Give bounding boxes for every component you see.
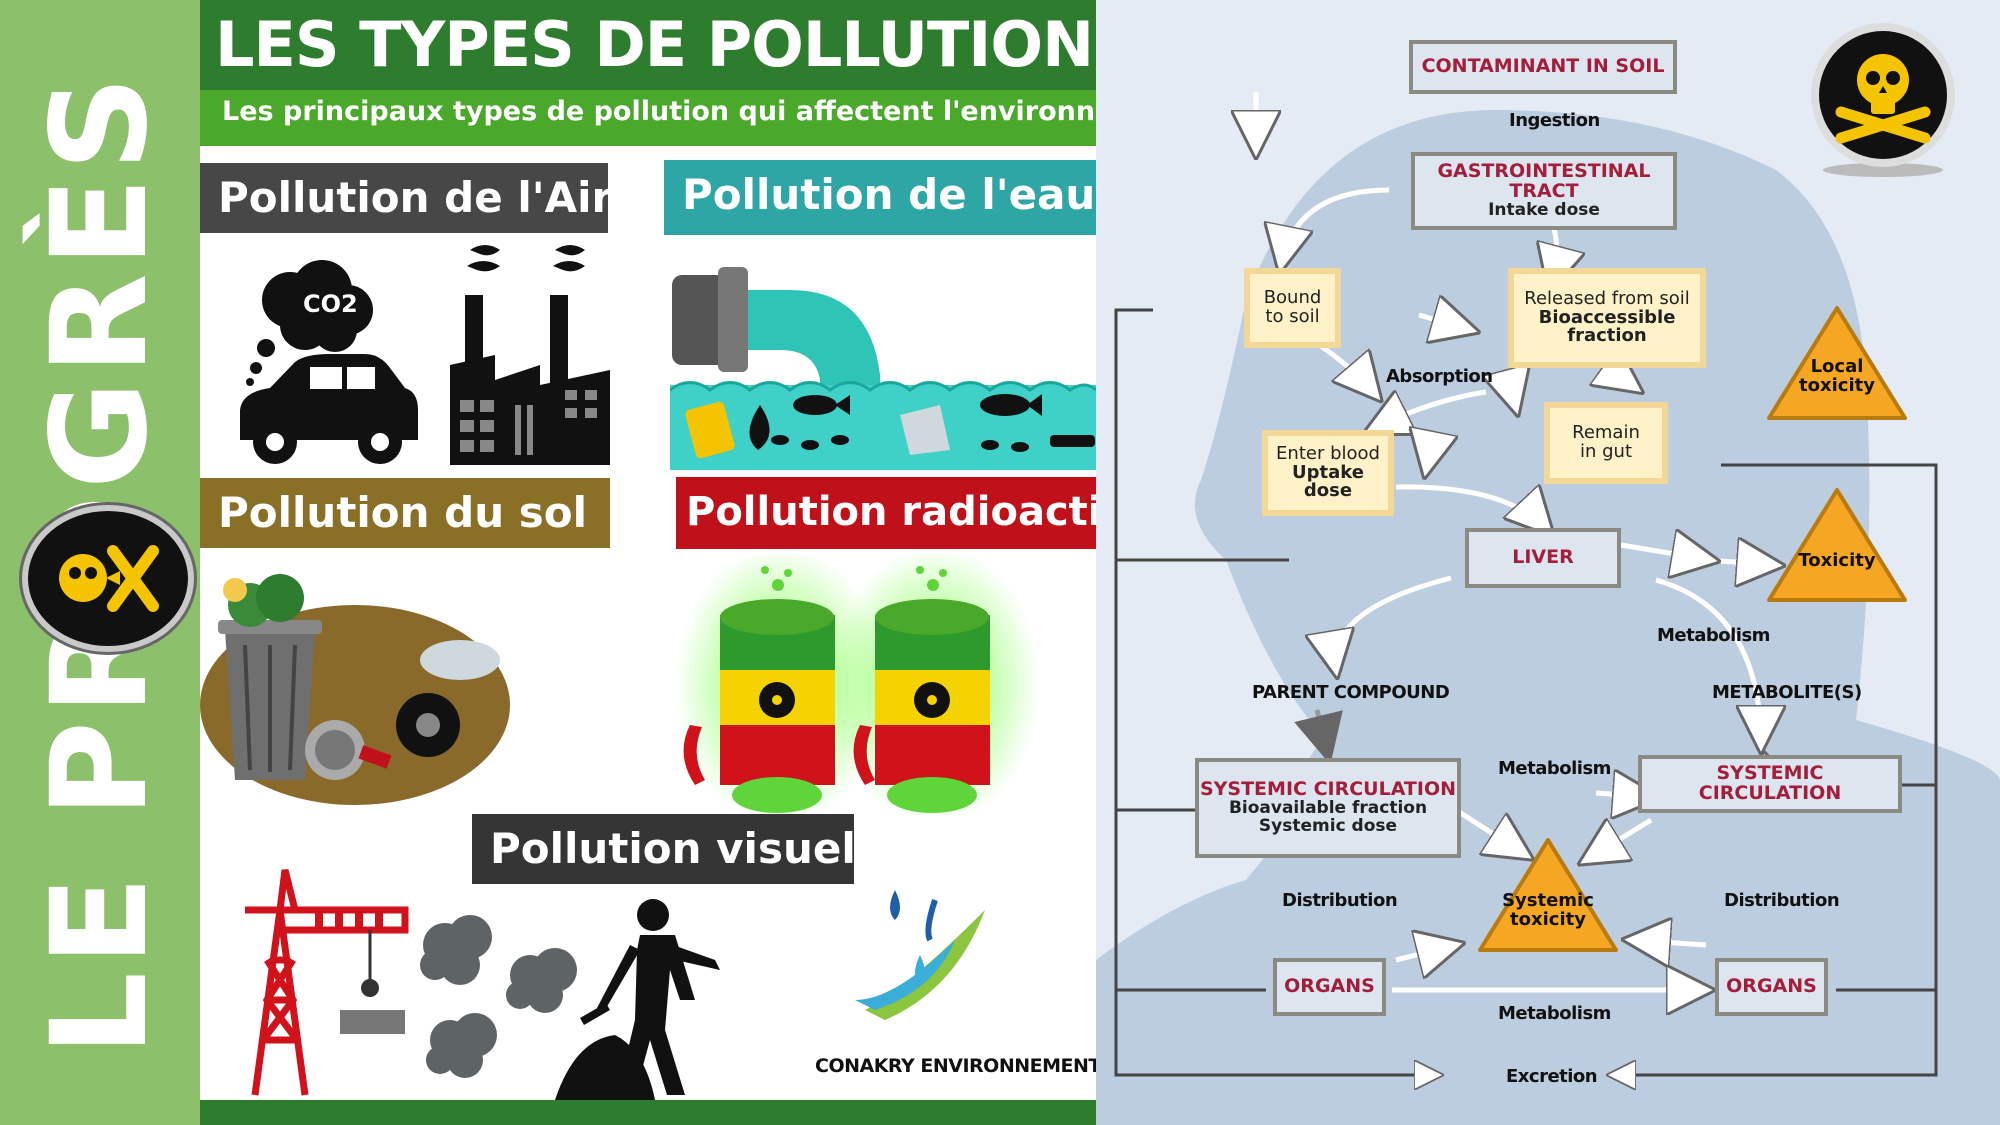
head-silhouette xyxy=(1096,110,2000,1125)
subtitle-bar xyxy=(200,90,1096,146)
metabolism-label-1: Metabolism xyxy=(1657,625,1770,646)
metabolism-label-2: Metabolism xyxy=(1498,758,1611,779)
water-pipe-icon xyxy=(669,255,1098,475)
remain-line2: in gut xyxy=(1579,441,1633,462)
toxicity-label: Toxicity xyxy=(1798,550,1876,571)
ingestion-label: Ingestion xyxy=(1509,110,1600,131)
toxicity-triangle: Toxicity xyxy=(1763,484,1911,606)
car-smog-icon: CO2 xyxy=(230,250,420,475)
organs-box-1: ORGANS xyxy=(1273,958,1386,1016)
parent-compound-label: PARENT COMPOUND xyxy=(1252,682,1450,703)
remain-line1: Remain xyxy=(1572,422,1640,444)
section-water-label: Pollution de l'eau xyxy=(664,160,1096,235)
section-soil-label: Pollution du sol xyxy=(200,478,610,548)
co2-label: CO2 xyxy=(303,290,358,318)
skull-crossbones-icon xyxy=(1803,20,1963,180)
source-credit: CONAKRY ENVIRONNEMENT xyxy=(815,1055,1101,1077)
metabolism-label-3: Metabolism xyxy=(1498,1003,1611,1024)
systemic-toxicity-triangle: Systemic toxicity xyxy=(1474,834,1622,956)
title-bar xyxy=(200,0,1096,90)
liver-box: LIVER xyxy=(1465,528,1621,588)
section-radioactive-label: Pollution radioactive xyxy=(676,477,1155,549)
released-box: Released from soil Bioaccessible fractio… xyxy=(1508,268,1706,368)
page-subtitle: Les principaux types de pollution qui af… xyxy=(222,96,1193,127)
gastrointestinal-box: GASTROINTESTINAL TRACT Intake dose xyxy=(1411,152,1677,230)
systox-line1: Systemic xyxy=(1502,890,1594,911)
liver-label: LIVER xyxy=(1512,546,1574,569)
systemic-circulation-box-1: SYSTEMIC CIRCULATION Bioavailable fracti… xyxy=(1195,758,1461,858)
gi-title: GASTROINTESTINAL TRACT xyxy=(1437,160,1651,203)
sys2-title: SYSTEMIC CIRCULATION xyxy=(1698,762,1842,804)
sys1-title: SYSTEMIC CIRCULATION xyxy=(1199,778,1457,801)
systemic-circulation-box-2: SYSTEMIC CIRCULATION xyxy=(1638,755,1902,813)
section-air-label: Pollution de l'Air xyxy=(200,163,612,233)
bound-line1: Bound xyxy=(1263,287,1322,309)
radioactive-barrels-icon xyxy=(670,545,1070,825)
garbage-pile-icon xyxy=(200,550,510,825)
smoke-clouds-icon xyxy=(420,915,600,1090)
absorption-label: Absorption xyxy=(1386,366,1493,387)
local-toxicity-triangle: Local toxicity xyxy=(1763,302,1911,424)
organs-label-2: ORGANS xyxy=(1726,975,1817,998)
section-visual-label: Pollution visuelle xyxy=(472,814,899,884)
enter-line1: Enter blood xyxy=(1276,442,1380,464)
systox-line2: toxicity xyxy=(1510,908,1586,930)
conakry-environnement-logo-icon xyxy=(845,880,995,1035)
sys1-line3: Systemic dose xyxy=(1258,815,1398,836)
enter-line2: Uptake dose xyxy=(1292,461,1364,502)
distribution-label-2: Distribution xyxy=(1724,890,1840,911)
released-line2: Bioaccessible xyxy=(1538,306,1676,328)
sys1-line2: Bioavailable fraction xyxy=(1228,798,1428,819)
organs-box-2: ORGANS xyxy=(1715,958,1828,1016)
bottom-bar xyxy=(200,1100,1096,1125)
brand-logo-icon xyxy=(22,505,194,652)
local-line1: Local xyxy=(1810,356,1864,377)
released-line3: fraction xyxy=(1567,325,1647,347)
page-title: LES TYPES DE POLLUTION xyxy=(215,8,1094,81)
digging-worker-icon xyxy=(555,890,755,1105)
gi-sub: Intake dose xyxy=(1488,200,1600,221)
metabolites-label: METABOLITE(S) xyxy=(1712,682,1862,703)
local-line2: toxicity xyxy=(1799,374,1875,396)
organs-label-1: ORGANS xyxy=(1284,975,1375,998)
excretion-label: Excretion xyxy=(1506,1066,1598,1087)
factory-icon xyxy=(445,240,615,475)
released-line1: Released from soil xyxy=(1524,287,1690,309)
distribution-label-1: Distribution xyxy=(1282,890,1398,911)
bound-line2: to soil xyxy=(1265,306,1320,327)
contaminant-label: CONTAMINANT IN SOIL xyxy=(1421,55,1665,78)
crane-icon xyxy=(235,860,415,1105)
contaminant-box: CONTAMINANT IN SOIL xyxy=(1409,40,1677,94)
